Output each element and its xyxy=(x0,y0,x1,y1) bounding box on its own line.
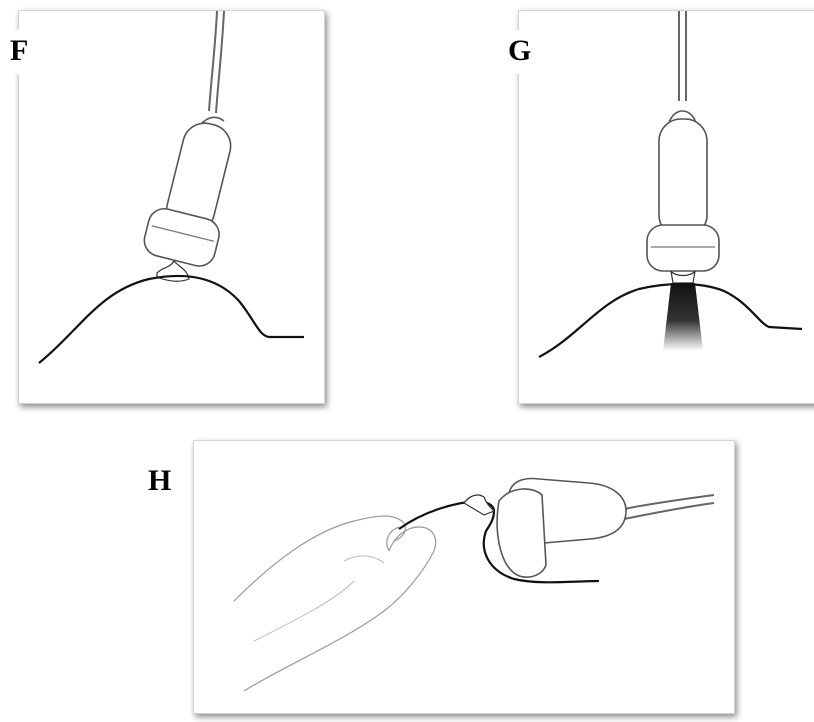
panel-h xyxy=(193,440,735,714)
panel-label-g: G xyxy=(498,30,541,74)
probe-vertical-illustration xyxy=(519,11,814,403)
panel-label-f: F xyxy=(0,30,38,74)
panel-f xyxy=(18,10,325,404)
panel-label-h: H xyxy=(138,460,181,504)
panel-g xyxy=(518,10,814,404)
probe-hand-illustration xyxy=(194,441,734,713)
probe-tilted-illustration xyxy=(19,11,324,403)
